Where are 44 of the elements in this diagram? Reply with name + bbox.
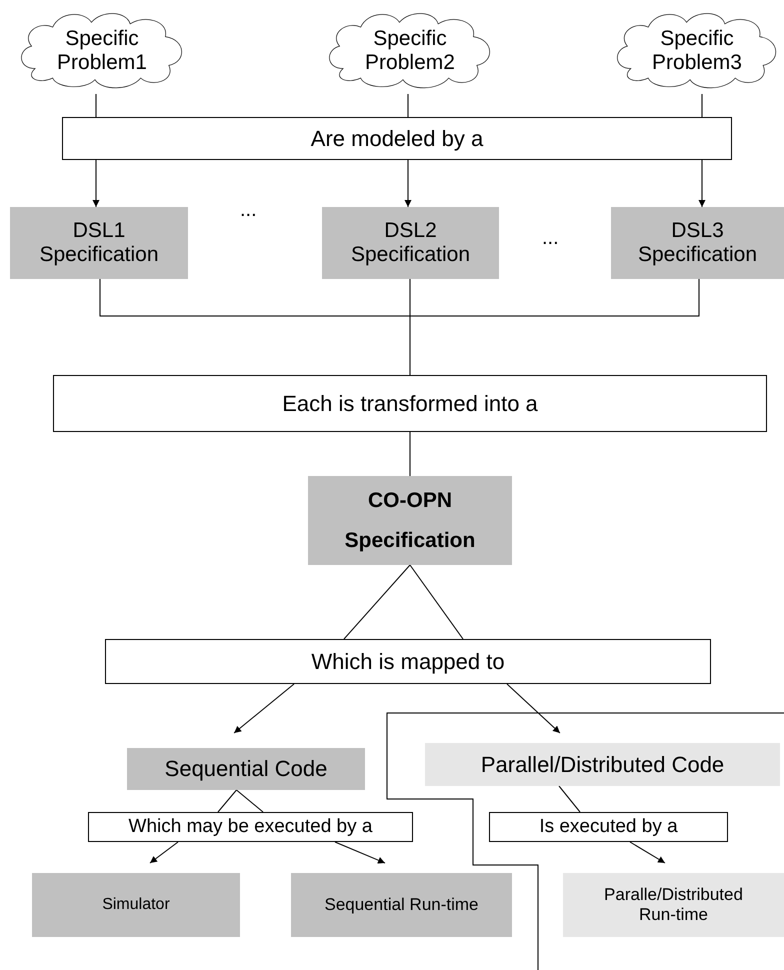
node-text: Specific Problem3 bbox=[651, 26, 743, 76]
specification-box bbox=[322, 207, 499, 279]
connector-line bbox=[218, 790, 264, 812]
specification-box bbox=[425, 743, 780, 786]
node-text: CO-OPN Specification bbox=[344, 488, 476, 554]
specification-box bbox=[308, 476, 512, 565]
node-text: Which is mapped to bbox=[310, 648, 506, 674]
arrow bbox=[630, 842, 666, 864]
node-text: Are modeled by a bbox=[310, 126, 484, 152]
specification-box bbox=[127, 748, 365, 790]
process-box bbox=[105, 639, 711, 684]
arrow bbox=[506, 684, 560, 734]
specification-box bbox=[611, 207, 784, 279]
node-text: DSL3 Specification bbox=[636, 218, 758, 268]
arrow bbox=[150, 842, 178, 864]
ellipsis-label: ... bbox=[240, 200, 257, 220]
node-text: Sequential Code bbox=[164, 756, 328, 782]
specification-box bbox=[10, 207, 188, 279]
node-text: Specific Problem1 bbox=[56, 26, 148, 76]
connector-line bbox=[558, 786, 580, 812]
specification-box bbox=[32, 873, 240, 937]
node-text: Each is transformed into a bbox=[281, 390, 539, 416]
process-box bbox=[489, 812, 728, 842]
specification-box bbox=[291, 873, 512, 937]
process-box bbox=[88, 812, 413, 842]
node-text: Which may be executed by a bbox=[128, 816, 374, 838]
node-text: DSL2 Specification bbox=[350, 218, 472, 268]
node-text: Simulator bbox=[101, 896, 171, 914]
arrow bbox=[234, 684, 294, 734]
arrow bbox=[698, 160, 706, 208]
node-text: Specific Problem2 bbox=[364, 26, 456, 76]
connector-line bbox=[344, 564, 464, 640]
arrow bbox=[334, 842, 386, 864]
arrow bbox=[404, 160, 412, 208]
node-text: Is executed by a bbox=[538, 816, 679, 838]
node-text: Parallel/Distributed Code bbox=[480, 752, 726, 778]
arrow bbox=[92, 160, 100, 208]
node-text: DSL1 Specification bbox=[38, 218, 160, 268]
node-text: Paralle/Distributed Run-time bbox=[603, 885, 744, 925]
specification-box bbox=[563, 873, 784, 937]
node-text: Sequential Run-time bbox=[323, 895, 480, 915]
ellipsis-label: ... bbox=[542, 228, 559, 248]
process-box bbox=[53, 375, 767, 432]
process-box bbox=[62, 117, 732, 160]
